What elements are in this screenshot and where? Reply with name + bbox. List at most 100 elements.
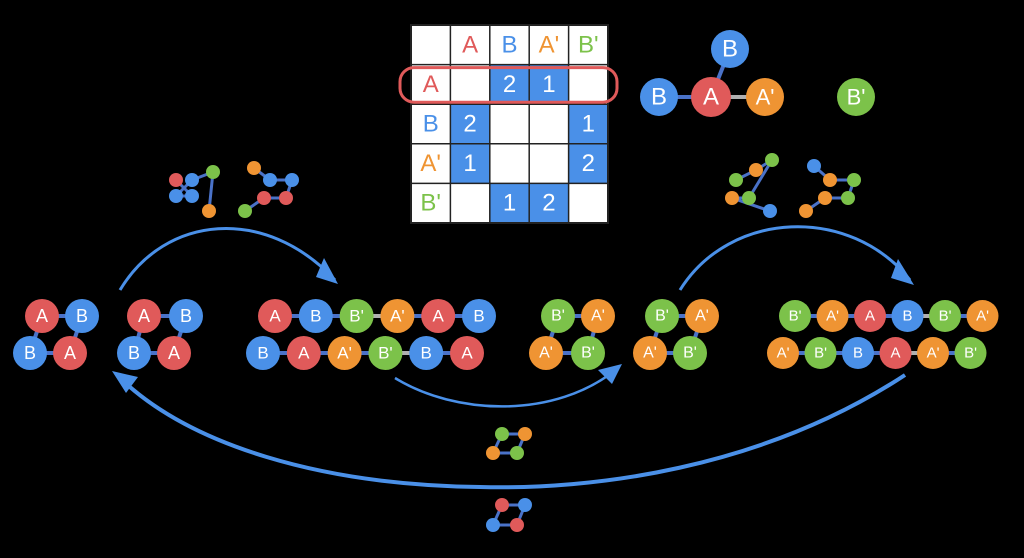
- node-b: [169, 189, 183, 203]
- arrow-left-to-chain: [118, 227, 337, 291]
- table-col-header: B': [578, 31, 599, 58]
- node-label: A: [890, 345, 900, 362]
- node-label: A': [756, 85, 775, 110]
- node-ap: [767, 337, 799, 369]
- node-bp: [541, 299, 575, 333]
- node-a: [279, 191, 293, 205]
- node-label: A: [138, 306, 150, 326]
- node-a: [157, 336, 191, 370]
- bond: [385, 315, 398, 354]
- table-cell-value: 1: [463, 150, 476, 177]
- node-ap: [725, 191, 739, 205]
- node-b: [640, 78, 678, 116]
- table-cell-filled: [489, 183, 530, 223]
- arrowhead-2: [598, 364, 622, 384]
- node-label: B': [581, 345, 595, 362]
- arrow-prime-to-long-chain: [678, 225, 912, 291]
- node-label: B: [722, 36, 738, 63]
- node-label: A': [927, 345, 940, 362]
- node-ap: [685, 299, 719, 333]
- table-row-header: B: [423, 111, 439, 138]
- bond: [262, 315, 276, 354]
- node-b: [763, 204, 777, 218]
- node-b: [891, 300, 924, 332]
- node-label: B': [964, 345, 977, 362]
- arrow-return: [118, 373, 907, 490]
- node-b: [263, 173, 277, 187]
- node-a: [257, 191, 271, 205]
- node-label: A: [461, 344, 473, 363]
- row-highlight: [398, 66, 619, 104]
- bond: [344, 315, 357, 354]
- table-border: [410, 24, 609, 224]
- table-row-header: A': [420, 150, 441, 177]
- node-label: A: [298, 344, 310, 363]
- table-cell-filled: [568, 104, 608, 144]
- node-a: [169, 173, 183, 187]
- node-ap: [247, 161, 261, 175]
- table-cell-value: 2: [582, 150, 595, 177]
- table-cell-filled: [450, 143, 490, 184]
- node-label: A: [64, 343, 76, 363]
- node-bp: [206, 165, 220, 179]
- node-label: A: [433, 307, 445, 326]
- node-b: [711, 30, 749, 68]
- node-a: [879, 337, 912, 369]
- node-label: B: [76, 306, 88, 326]
- node-label: A: [168, 343, 180, 363]
- node-b: [842, 337, 874, 369]
- node-label: A: [703, 84, 719, 111]
- node-bp: [804, 337, 837, 369]
- node-bp: [742, 191, 756, 205]
- arrowhead-1: [316, 258, 338, 284]
- node-label: B: [902, 308, 912, 325]
- node-ap: [633, 336, 667, 370]
- node-b: [169, 299, 203, 333]
- node-label: A': [591, 308, 605, 325]
- node-label: A': [539, 345, 553, 362]
- node-ap: [202, 204, 216, 218]
- table-cell-filled: [450, 104, 490, 144]
- node-b: [518, 498, 532, 512]
- node-ap: [486, 446, 500, 460]
- node-bp: [779, 300, 811, 332]
- node-label: A: [269, 307, 281, 326]
- node-a: [53, 336, 87, 370]
- node-label: B': [683, 345, 697, 362]
- table-cell-value: 2: [542, 190, 555, 217]
- table-cell-value: 2: [463, 111, 476, 138]
- node-a: [127, 299, 161, 333]
- table-cell-filled: [529, 183, 569, 223]
- node-label: B': [551, 308, 565, 325]
- node-ap: [966, 300, 999, 332]
- node-ap: [818, 191, 832, 205]
- node-label: A': [826, 308, 839, 325]
- node-b: [65, 299, 99, 333]
- node-bp: [729, 173, 743, 187]
- node-b: [13, 336, 47, 370]
- node-ap: [581, 299, 615, 333]
- bond: [466, 315, 480, 354]
- node-label: A: [36, 306, 48, 326]
- bond: [426, 315, 439, 354]
- node-ap: [823, 173, 837, 187]
- node-label: B: [853, 345, 863, 362]
- node-ap: [749, 163, 763, 177]
- node-label: B: [24, 343, 36, 363]
- node-b: [117, 336, 151, 370]
- bond: [303, 315, 316, 354]
- node-label: B': [655, 308, 669, 325]
- arrows: [112, 225, 914, 490]
- node-b: [486, 518, 500, 532]
- node-a: [510, 518, 524, 532]
- node-label: B: [180, 306, 192, 326]
- node-ap: [746, 78, 784, 116]
- node-bp: [645, 299, 679, 333]
- node-a: [691, 77, 731, 117]
- node-a: [854, 300, 886, 332]
- node-bp: [954, 337, 987, 369]
